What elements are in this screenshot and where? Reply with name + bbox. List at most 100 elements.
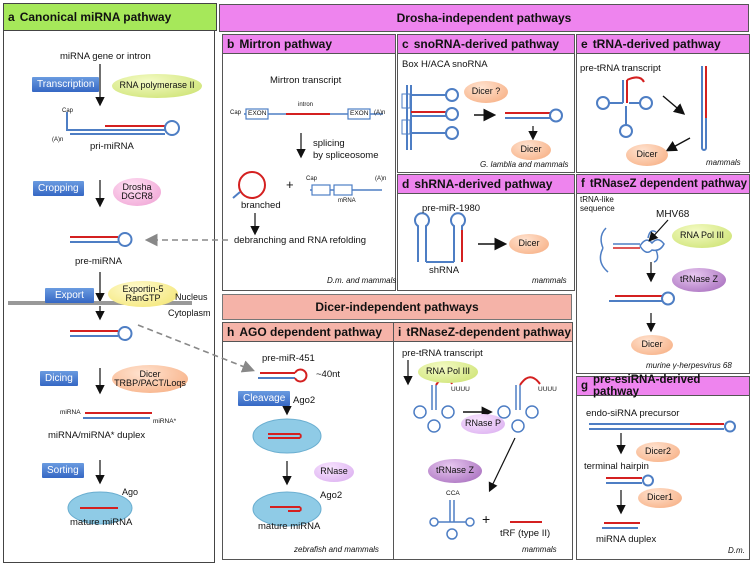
pre-mirna-structure	[70, 232, 133, 247]
dgcr8-label: DGCR8	[121, 191, 153, 201]
dicer-oval-e: Dicer	[626, 144, 668, 166]
branched-lariat-structure	[232, 171, 266, 199]
cytoplasm-label: Cytoplasm	[168, 308, 211, 318]
rna-pol-iii-oval-f: RNA Pol III	[672, 224, 732, 248]
exon1-label: EXON	[248, 110, 267, 117]
trf-label: tRF (type II)	[500, 528, 551, 539]
polya-label-b: (A)n	[374, 110, 386, 116]
pre-trna-cloverleaf-1	[413, 376, 455, 433]
panel-h-letter: h	[227, 325, 235, 339]
ago2-complex-1	[252, 418, 322, 454]
cap-label-b: Cap	[230, 110, 242, 116]
trna-like-label-2: sequence	[580, 204, 615, 213]
species-h: zebrafish and mammals	[294, 545, 379, 554]
exportin-label: Exportin-5	[122, 283, 164, 294]
rna-pol-iii-oval-i: RNA Pol III	[418, 361, 478, 383]
pre-trna-cloverleaf-2	[497, 376, 541, 433]
pre-mir-451-structure	[258, 368, 308, 383]
polya-label-b2: (A)n	[375, 176, 387, 182]
panel-f-letter: f	[581, 178, 585, 190]
dicer-label-a: Dicer	[139, 368, 161, 379]
panel-e-title: tRNA-derived pathway	[592, 37, 721, 51]
pre-mir-1980-label: pre-miR-1980	[422, 203, 481, 214]
dicer-independent-header: Dicer-independent pathways	[222, 294, 572, 320]
pri-mirna-structure	[66, 112, 180, 136]
dicer-oval-d: Dicer	[509, 234, 549, 254]
panel-f-header: f tRNaseZ dependent pathway	[576, 174, 750, 194]
mhv68-label: MHV68	[656, 209, 690, 220]
ago2-complex-2	[252, 491, 322, 527]
drosha-independent-title: Drosha-independent pathways	[396, 11, 572, 25]
pre-trna-structure	[596, 76, 653, 138]
dicer-independent-title: Dicer-independent pathways	[315, 300, 479, 314]
splicing-label-1: splicing	[313, 138, 345, 149]
cap-label-b2: Cap	[306, 176, 318, 182]
pre-trna-label-e: pre-tRNA transcript	[580, 63, 661, 74]
dicing-to-ago-arrow	[137, 324, 255, 373]
rnase-p-oval: RNase P	[461, 414, 505, 434]
mature-mirna-structure	[67, 491, 133, 525]
species-f: murine γ-herpesvirus 68	[646, 361, 732, 370]
mature-mirna-label-h: mature miRNA	[258, 521, 321, 532]
drosha-label: Drosha	[122, 181, 152, 192]
trbp-label: TRBP/PACT/Loqs	[114, 378, 186, 388]
cca-label: CCA	[446, 490, 460, 497]
mrna-label: mRNA	[338, 198, 356, 204]
panel-c-title: snoRNA-derived pathway	[413, 37, 560, 51]
cap-label-a: Cap	[62, 108, 74, 114]
branched-label: branched	[241, 200, 281, 211]
pre-mirna-label: pre-miRNA	[75, 256, 122, 267]
pre-trna-label-i: pre-tRNA transcript	[402, 348, 483, 359]
terminal-hairpin-label: terminal hairpin	[584, 461, 649, 472]
species-b: D.m. and mammals	[327, 276, 397, 285]
mirna-duplex-structure	[83, 412, 152, 419]
dicer2-oval: Dicer2	[636, 442, 680, 462]
rangtp-label: RanGTP	[125, 293, 161, 303]
gene-label: miRNA gene or intron	[60, 51, 151, 62]
mrna-structure	[310, 184, 382, 196]
nt-length-label: ~40nt	[316, 369, 341, 380]
splicing-label-2: by spliceosome	[313, 150, 379, 161]
panel-f-title: tRNaseZ dependent pathway	[589, 178, 748, 190]
cyto-pre-mirna-structure	[70, 326, 133, 341]
panel-g-title: pre-esiRNA-derived pathway	[593, 374, 701, 398]
mirna-strand-label: miRNA	[60, 409, 81, 416]
cleavage-step: Cleavage	[238, 391, 291, 406]
panel-c-letter: c	[402, 37, 409, 51]
plus-sign-b: +	[286, 177, 294, 192]
pri-mirna-label: pri-miRNA	[90, 141, 134, 152]
sorting-step: Sorting	[42, 463, 84, 478]
exportin-rangtp-oval: Exportin-5 RanGTP	[108, 281, 178, 307]
species-i: mammals	[522, 545, 557, 554]
uuuu-label-1: UUUU	[451, 386, 470, 393]
panel-g-header: g pre-esiRNA-derived pathway	[576, 374, 750, 398]
endo-sirna-precursor-structure	[589, 420, 736, 433]
dicer1-oval: Dicer1	[638, 488, 682, 508]
mirtron-transcript-structure	[244, 108, 383, 120]
dicer-oval-c: Dicer	[511, 140, 551, 160]
snorna-structure	[401, 85, 459, 150]
species-c: G. lamblia and mammals	[480, 160, 569, 169]
dicing-step: Dicing	[40, 371, 78, 386]
shrna-label: shRNA	[429, 265, 460, 276]
nucleus-label: Nucleus	[175, 292, 208, 302]
panel-b-letter: b	[227, 37, 235, 51]
species-e: mammals	[706, 158, 741, 167]
intron-label: intron	[298, 102, 314, 108]
polya-label-a: (A)n	[52, 137, 64, 143]
drosha-independent-header: Drosha-independent pathways	[219, 4, 749, 32]
panel-g-letter: g	[581, 380, 589, 392]
exon2-label: EXON	[350, 110, 369, 117]
pre-mir-451-label: pre-miR-451	[262, 353, 315, 364]
mirna-duplex-g-label: miRNA duplex	[596, 534, 657, 545]
dicer-oval-f: Dicer	[631, 335, 673, 355]
duplex-label: miRNA/miRNA* duplex	[48, 430, 146, 441]
panel-b-title: Mirtron pathway	[239, 37, 333, 51]
panel-c-header: c snoRNA-derived pathway	[397, 34, 575, 54]
shrna-structure	[414, 212, 466, 263]
species-g: D.m.	[728, 546, 745, 555]
cropping-step: Cropping	[33, 181, 84, 196]
